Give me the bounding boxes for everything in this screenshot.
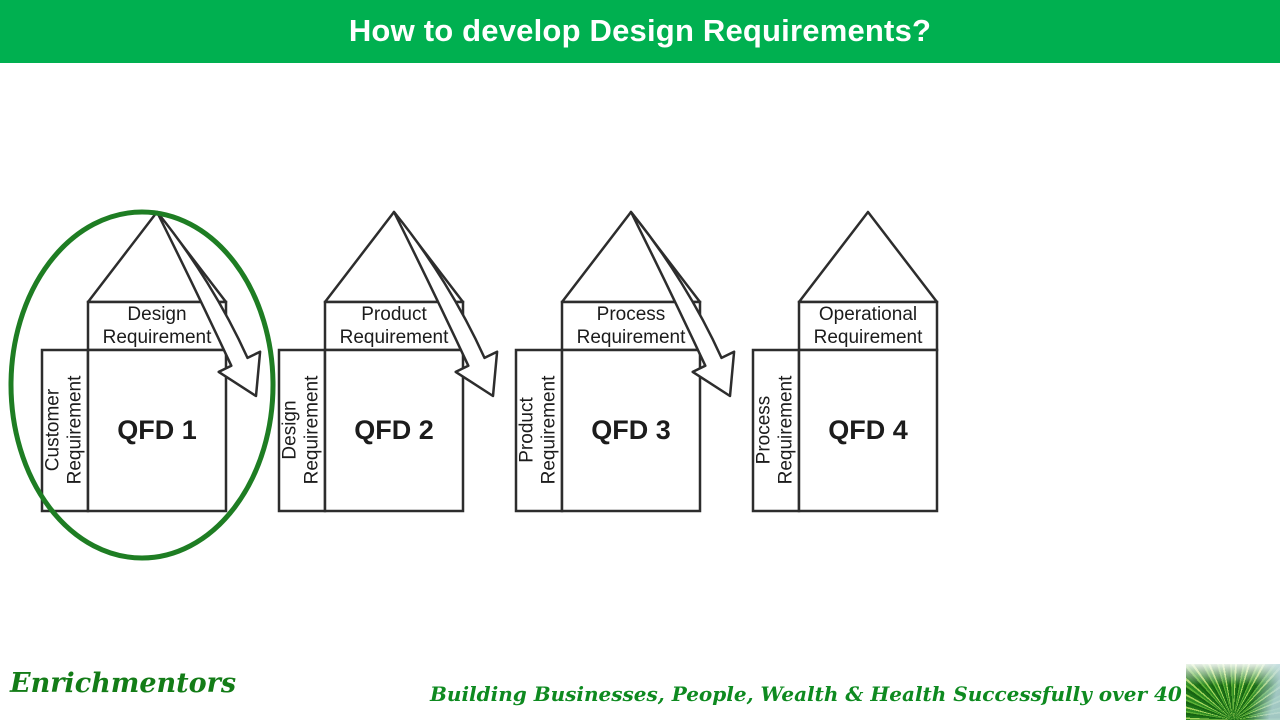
qfd3-top-label-line2: Requirement xyxy=(576,327,686,348)
qfd2-top-label-line2: Requirement xyxy=(339,327,449,348)
qfd1-left-label-line2: Requirement xyxy=(64,375,86,485)
qfd2-top-label: Product Requirement xyxy=(325,303,463,349)
qfd2-top-box xyxy=(323,300,465,352)
qfd4-top-box xyxy=(797,300,939,352)
qfd2-left-box xyxy=(277,348,327,513)
slide-title: How to develop Design Requirements? xyxy=(348,12,932,48)
qfd4-left-label-line2: Requirement xyxy=(775,375,797,485)
qfd3-top-box xyxy=(560,300,702,352)
qfd3-name: QFD 3 xyxy=(591,415,671,445)
brand-logo-text: Enrichmentors xyxy=(10,668,237,699)
qfd4-top-label-line1: Operational xyxy=(818,304,918,325)
qfd3-left-label-line1: Product xyxy=(516,397,538,463)
footer-tagline: Building Businesses, People, Wealth & He… xyxy=(430,682,1248,706)
qfd4-left-label-line1: Process xyxy=(753,395,775,465)
qfd3-main-box xyxy=(560,348,702,513)
qfd4-left-box xyxy=(751,348,801,513)
qfd4-main-box xyxy=(797,348,939,513)
qfd1-left-box xyxy=(40,348,90,513)
qfd4-name: QFD 4 xyxy=(828,415,908,445)
qfd2-left-label-line1: Design xyxy=(279,400,301,460)
qfd3-top-label: Process Requirement xyxy=(562,303,700,349)
qfd3-left-label-line2: Requirement xyxy=(538,375,560,485)
qfd3-top-label-line1: Process xyxy=(596,304,666,325)
qfd1-top-label: Design Requirement xyxy=(88,303,226,349)
flow-arrow-2-icon xyxy=(392,210,499,398)
qfd2-main-box xyxy=(323,348,465,513)
qfd2-top-label-line1: Product xyxy=(361,304,427,325)
qfd3-house-shape xyxy=(514,210,702,513)
qfd4-top-label: Operational Requirement xyxy=(799,303,937,349)
qfd1-left-label-line1: Customer xyxy=(42,388,64,472)
qfd4-house-shape xyxy=(751,210,939,513)
qfd1-top-box xyxy=(86,300,228,352)
qfd4-left-label: Process Requirement xyxy=(753,350,799,511)
qfd1-top-label-line2: Requirement xyxy=(102,327,212,348)
flow-arrow-3-icon xyxy=(629,210,736,398)
qfd4-top-label-line2: Requirement xyxy=(813,327,923,348)
qfd4-roof xyxy=(797,210,939,304)
qfd2-left-label-line2: Requirement xyxy=(301,375,323,485)
qfd1-left-label: Customer Requirement xyxy=(42,350,88,511)
flow-arrow-1-icon xyxy=(155,210,262,398)
qfd2-left-label: Design Requirement xyxy=(279,350,325,511)
highlight-ellipse xyxy=(8,209,276,561)
qfd1-top-label-line1: Design xyxy=(127,304,187,325)
qfd1-house-shape xyxy=(40,210,228,513)
plant-photo xyxy=(1186,664,1280,720)
qfd1-name: QFD 1 xyxy=(117,415,197,445)
qfd1-main-box xyxy=(86,348,228,513)
qfd2-name: QFD 2 xyxy=(354,415,434,445)
title-bar: How to develop Design Requirements? xyxy=(0,0,1280,63)
qfd3-left-label: Product Requirement xyxy=(516,350,562,511)
